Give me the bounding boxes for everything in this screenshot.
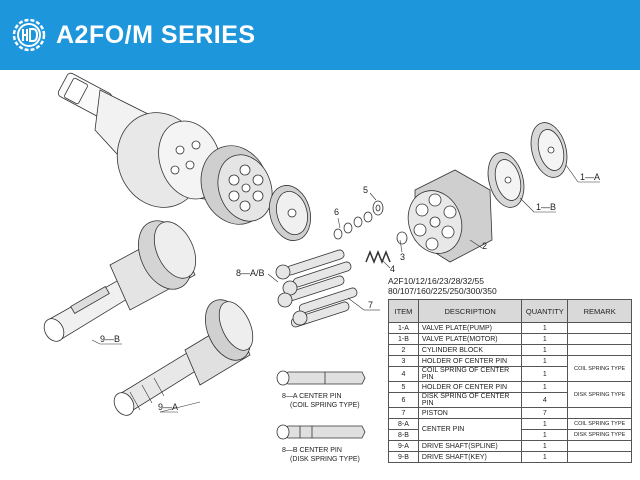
table-row: 1-B VALVE PLATE(MOTOR) 1 (388, 333, 632, 345)
cell-item: 8-B (388, 429, 419, 441)
cell-quantity: 1 (521, 355, 569, 367)
cell-description: DRIVE SHAFT(SPLINE) (417, 440, 523, 452)
pin-a-note-line1: 8—A CENTER PIN (282, 393, 342, 400)
cell-quantity: 1 (521, 333, 569, 345)
cell-item: 6 (388, 392, 419, 408)
cell-description: HOLDER OF CENTER PIN (417, 381, 523, 393)
center-pin-disk-drawing (276, 424, 366, 440)
callout-9b: 9—B (100, 334, 120, 344)
cell-item: 3 (388, 355, 419, 367)
table-row: 3 HOLDER OF CENTER PIN 1 COIL SPRING TYP… (388, 355, 632, 382)
cell-quantity: 1 (521, 322, 569, 334)
table-row: 9-A DRIVE SHAFT(SPLINE) 1 (388, 440, 632, 452)
cell-description: HOLDER OF CENTER PIN (417, 355, 523, 367)
table-row: 6 DISK SPRING OF CENTER PIN 4 (388, 392, 632, 408)
pin-b-note-line1: 8—B CENTER PIN (282, 447, 342, 454)
valve-plate-pump-drawing (530, 122, 568, 178)
table-row: 7 PISTON 7 (388, 407, 632, 419)
cell-description: CYLINDER BLOCK (417, 344, 523, 356)
cell-item: 1-B (388, 333, 419, 345)
cell-quantity: 1 (521, 440, 569, 452)
header-item: ITEM (388, 299, 419, 323)
cell-description: DISK SPRING OF CENTER PIN (417, 392, 523, 408)
callout-3: 3 (400, 252, 405, 262)
assembled-motor-drawing (57, 72, 273, 225)
cell-quantity: 7 (521, 407, 569, 419)
cell-quantity: 1 (521, 381, 569, 393)
cell-description: VALVE PLATE(MOTOR) (417, 333, 523, 345)
callout-8ab: 8—A/B (236, 268, 265, 278)
cell-remark (567, 451, 632, 463)
callout-1b: 1—B (536, 202, 556, 212)
cell-quantity: 1 (521, 418, 569, 430)
callout-2: 2 (482, 241, 487, 251)
cylinder-block-drawing (407, 169, 493, 263)
cell-remark (567, 440, 632, 452)
callout-9a: 9—A (158, 402, 178, 412)
header-bar: A2FO/M SERIES (0, 0, 640, 70)
cell-item: 4 (388, 366, 419, 382)
cell-item: 7 (388, 407, 419, 419)
cell-description: DRIVE SHAFT(KEY) (417, 451, 523, 463)
cell-remark-pin-b: DISK SPRING TYPE (567, 429, 632, 441)
cell-item: 9-B (388, 451, 419, 463)
cell-quantity: 1 (521, 429, 569, 441)
cell-quantity: 1 (521, 344, 569, 356)
callout-1a: 1—A (580, 172, 600, 182)
valve-plate-drawing (268, 185, 312, 241)
callout-6: 6 (334, 207, 339, 217)
exploded-parts-drawing: 1—A 1—B 2 3 4 5 6 7 8—A/B 9—A 9—B 8—A CE… (43, 72, 600, 463)
cell-description: COIL SPRING OF CENTER PIN (417, 366, 523, 382)
valve-plate-motor-drawing (487, 152, 525, 208)
cell-remark (567, 333, 632, 345)
cell-item: 9-A (388, 440, 419, 452)
center-pin-coil-drawing (276, 370, 366, 386)
table-header-row: ITEM DESCRIPTION QUANTITY REMARK (388, 299, 632, 323)
hd-logo-icon (12, 18, 46, 52)
cell-quantity: 4 (521, 392, 569, 408)
cell-description: VALVE PLATE(PUMP) (417, 322, 523, 334)
page-title: A2FO/M SERIES (56, 20, 256, 49)
table-row: 8-A CENTER PIN 1 COIL SPRING TYPE (388, 418, 632, 441)
table-row: 5 HOLDER OF CENTER PIN 1 DISK SPRING TYP… (388, 381, 632, 408)
spring-holder-parts (333, 200, 408, 265)
cell-item: 1-A (388, 322, 419, 334)
cell-description: CENTER PIN (417, 418, 523, 441)
cell-quantity: 1 (521, 366, 569, 382)
callout-4: 4 (390, 264, 395, 274)
cell-remark-pin-a: COIL SPRING TYPE (567, 418, 632, 430)
table-row: 1-A VALVE PLATE(PUMP) 1 (388, 322, 632, 334)
table-row: 2 CYLINDER BLOCK 1 (388, 344, 632, 356)
cell-item: 5 (388, 381, 419, 393)
cell-description: PISTON (417, 407, 523, 419)
cell-remark (567, 407, 632, 419)
header-remark: REMARK (567, 299, 632, 323)
cell-remark (567, 344, 632, 356)
callout-7: 7 (368, 300, 373, 310)
cell-item: 8-A (388, 418, 419, 430)
callout-5: 5 (363, 185, 368, 195)
parts-table: ITEM DESCRIPTION QUANTITY REMARK 1-A VAL… (388, 299, 632, 463)
cell-remark-coil: COIL SPRING TYPE (567, 355, 632, 382)
pin-a-note-line2: (COIL SPRING TYPE) (290, 402, 360, 409)
model-list-line2: 80/107/160/225/250/300/350 (388, 286, 497, 296)
drive-shaft-spline-drawing (113, 299, 254, 416)
table-row: 9-B DRIVE SHAFT(KEY) 1 (388, 451, 632, 463)
drive-shaft-key-drawing (43, 220, 197, 342)
pistons-drawing (275, 249, 358, 328)
header-description: DESCRIPTION (417, 299, 523, 323)
pin-b-note-line2: (DISK SPRING TYPE) (290, 456, 360, 463)
cell-quantity: 1 (521, 451, 569, 463)
cell-remark (567, 322, 632, 334)
model-list-line1: A2F10/12/16/23/28/32/55 (388, 276, 484, 286)
cell-item: 2 (388, 344, 419, 356)
cell-remark-disk: DISK SPRING TYPE (567, 381, 632, 408)
header-quantity: QUANTITY (521, 299, 569, 323)
model-list: A2F10/12/16/23/28/32/55 80/107/160/225/2… (388, 276, 497, 296)
